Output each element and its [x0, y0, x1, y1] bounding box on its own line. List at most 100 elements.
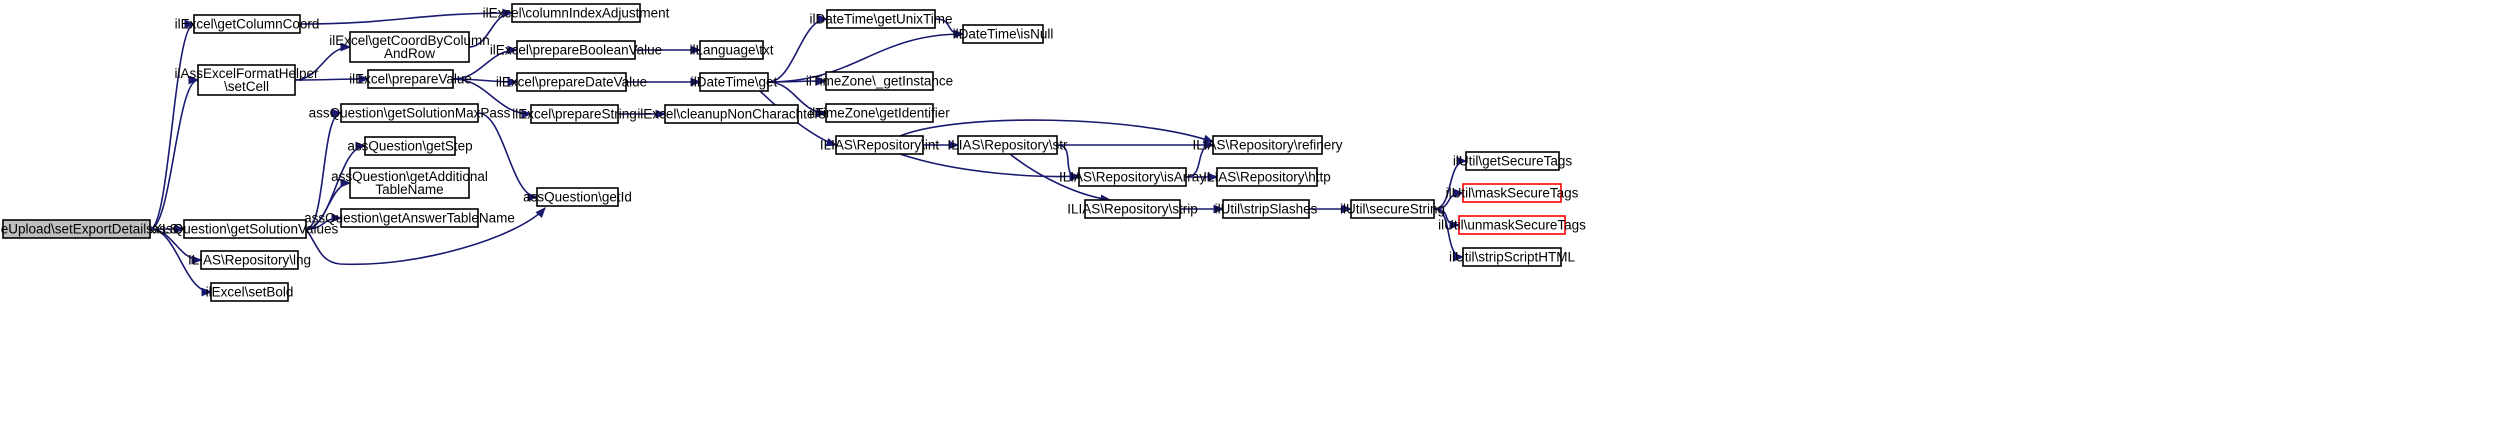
arrowhead: [1453, 252, 1465, 262]
node-label: ilUtil\unmaskSecureTags: [1438, 218, 1586, 233]
node-box: [197, 64, 296, 96]
node-label: ilExcel\getCoordByColumn: [329, 33, 490, 48]
arrowhead: [816, 108, 828, 118]
node-box: [1350, 199, 1435, 219]
call-edge: [1433, 208, 1465, 262]
node-label: ilExcel\cleanupNonCharachters: [637, 107, 826, 122]
graph-node[interactable]: ilUtil\maskSecureTags: [1446, 183, 1579, 203]
arrowhead: [825, 138, 838, 147]
call-edge: [1056, 144, 1081, 182]
node-label: ILIAS\Repository\lng: [188, 253, 311, 268]
node-label: ilExcel\prepareValue: [349, 72, 472, 87]
arrowhead: [340, 178, 352, 188]
edge-line: [149, 79, 199, 230]
graph-node[interactable]: ilExcel\prepareValue: [349, 69, 472, 89]
node-label: assQuestion\getId: [523, 190, 632, 205]
graph-node[interactable]: ilDateTime\isNull: [953, 24, 1054, 44]
node-box: [1462, 247, 1562, 267]
call-edge: [452, 78, 533, 119]
call-edge: [759, 90, 838, 147]
node-label: \setCell: [224, 79, 269, 94]
graph-node[interactable]: ilUtil\secureString: [1340, 199, 1445, 219]
arrowhead: [1069, 172, 1081, 182]
graph-node[interactable]: ilExcel\getColumnCoord: [175, 14, 320, 34]
node-label: assQuestion\getAdditional: [331, 169, 488, 184]
arrowhead: [1213, 204, 1225, 214]
graph-node[interactable]: ilExcel\prepareBooleanValue: [490, 40, 662, 60]
call-edge: [452, 45, 519, 80]
graph-node[interactable]: ilUtil\stripScriptHTML: [1449, 247, 1576, 267]
call-edge: [618, 109, 667, 119]
graph-node[interactable]: ilUtil\unmaskSecureTags: [1438, 215, 1586, 235]
call-edge: [626, 77, 702, 87]
node-layer: assFileUpload\setExportDetailsXLSX ilExce…: [0, 3, 1586, 302]
edge-line: [299, 12, 513, 25]
node-label: ILIAS\Repository\refinery: [1192, 138, 1342, 153]
graph-node[interactable]: ILIAS\Repository\isArray: [1059, 167, 1206, 187]
graph-node[interactable]: ILIAS\Repository\int: [820, 135, 940, 155]
graph-node[interactable]: ilAssExcelFormatHelper\setCell: [174, 64, 319, 96]
node-box: [516, 40, 636, 60]
graph-node[interactable]: ilExcel\prepareString: [512, 104, 637, 124]
graph-node[interactable]: ilLanguage\txt: [689, 40, 774, 60]
graph-node[interactable]: assQuestion\getId: [523, 187, 632, 207]
graph-node[interactable]: ilExcel\columnIndexAdjustment: [483, 3, 670, 23]
graph-node[interactable]: ilExcel\cleanupNonCharachters: [637, 104, 826, 124]
node-box: [340, 208, 479, 228]
graph-node[interactable]: ilExcel\setBold: [206, 282, 294, 302]
arrowhead: [507, 45, 519, 55]
arrowhead: [331, 213, 343, 223]
node-box: [1078, 167, 1187, 187]
arrowhead: [655, 109, 667, 119]
graph-node[interactable]: ILIAS\Repository\strip: [1067, 199, 1198, 219]
graph-node[interactable]: assQuestion\getAnswerTableName: [304, 208, 515, 228]
arrowhead: [174, 224, 186, 234]
node-box: [1084, 199, 1181, 219]
arrowhead: [331, 108, 343, 118]
graph-node[interactable]: ILIAS\Repository\http: [1203, 167, 1331, 187]
call-edge: [305, 206, 546, 266]
call-edge: [1309, 204, 1353, 214]
node-label: ilUtil\getSecureTags: [1453, 154, 1573, 169]
call-edge: [1433, 156, 1468, 210]
node-box: [699, 40, 764, 60]
arrowhead: [184, 19, 196, 29]
arrowhead: [507, 77, 519, 87]
node-label: ilTimeZone\getIdentifier: [809, 106, 950, 121]
arrowhead: [340, 42, 352, 52]
node-box: [825, 71, 934, 91]
arrowhead: [1341, 204, 1353, 214]
graph-node[interactable]: ILIAS\Repository\lng: [188, 250, 311, 270]
graph-node[interactable]: ilTimeZone\getIdentifier: [809, 103, 950, 123]
node-box: [511, 3, 641, 23]
node-box: [957, 135, 1058, 155]
graph-node[interactable]: ilDateTime\getUnixTime: [809, 9, 953, 29]
call-edge: [149, 228, 213, 297]
call-edge: [299, 8, 514, 25]
node-box: [516, 72, 627, 92]
graph-node[interactable]: ilUtil\getSecureTags: [1453, 151, 1573, 171]
graph-node[interactable]: assFileUpload\setExportDetailsXLSX: [0, 219, 188, 239]
graph-node[interactable]: assQuestion\getStep: [347, 136, 473, 156]
graph-node[interactable]: ilExcel\prepareDateValue: [496, 72, 647, 92]
graph-node[interactable]: assQuestion\getSolutionValues: [152, 219, 339, 239]
arrowhead: [1202, 134, 1215, 143]
node-label: ILIAS\Repository\isArray: [1059, 170, 1206, 185]
node-box: [530, 104, 619, 124]
graph-node[interactable]: assQuestion\getSolutionMaxPass: [309, 103, 511, 123]
graph-node[interactable]: ILIAS\Repository\refinery: [1192, 135, 1343, 155]
call-edge: [305, 108, 343, 230]
graph-node[interactable]: ilTimeZone\_getInstance: [806, 71, 953, 91]
graph-node[interactable]: ILIAS\Repository\str: [947, 135, 1068, 155]
graph-node[interactable]: ilDateTime\get: [691, 72, 778, 92]
graph-node[interactable]: ilUtil\stripSlashes: [1215, 199, 1318, 219]
node-label: assQuestion\getAnswerTableName: [304, 211, 515, 226]
call-edge: [767, 81, 828, 118]
node-box: [2, 219, 151, 239]
node-box: [962, 24, 1044, 44]
node-label: assFileUpload\setExportDetailsXLSX: [0, 222, 188, 237]
call-edge: [149, 19, 196, 230]
node-label: ilUtil\stripSlashes: [1215, 202, 1318, 217]
